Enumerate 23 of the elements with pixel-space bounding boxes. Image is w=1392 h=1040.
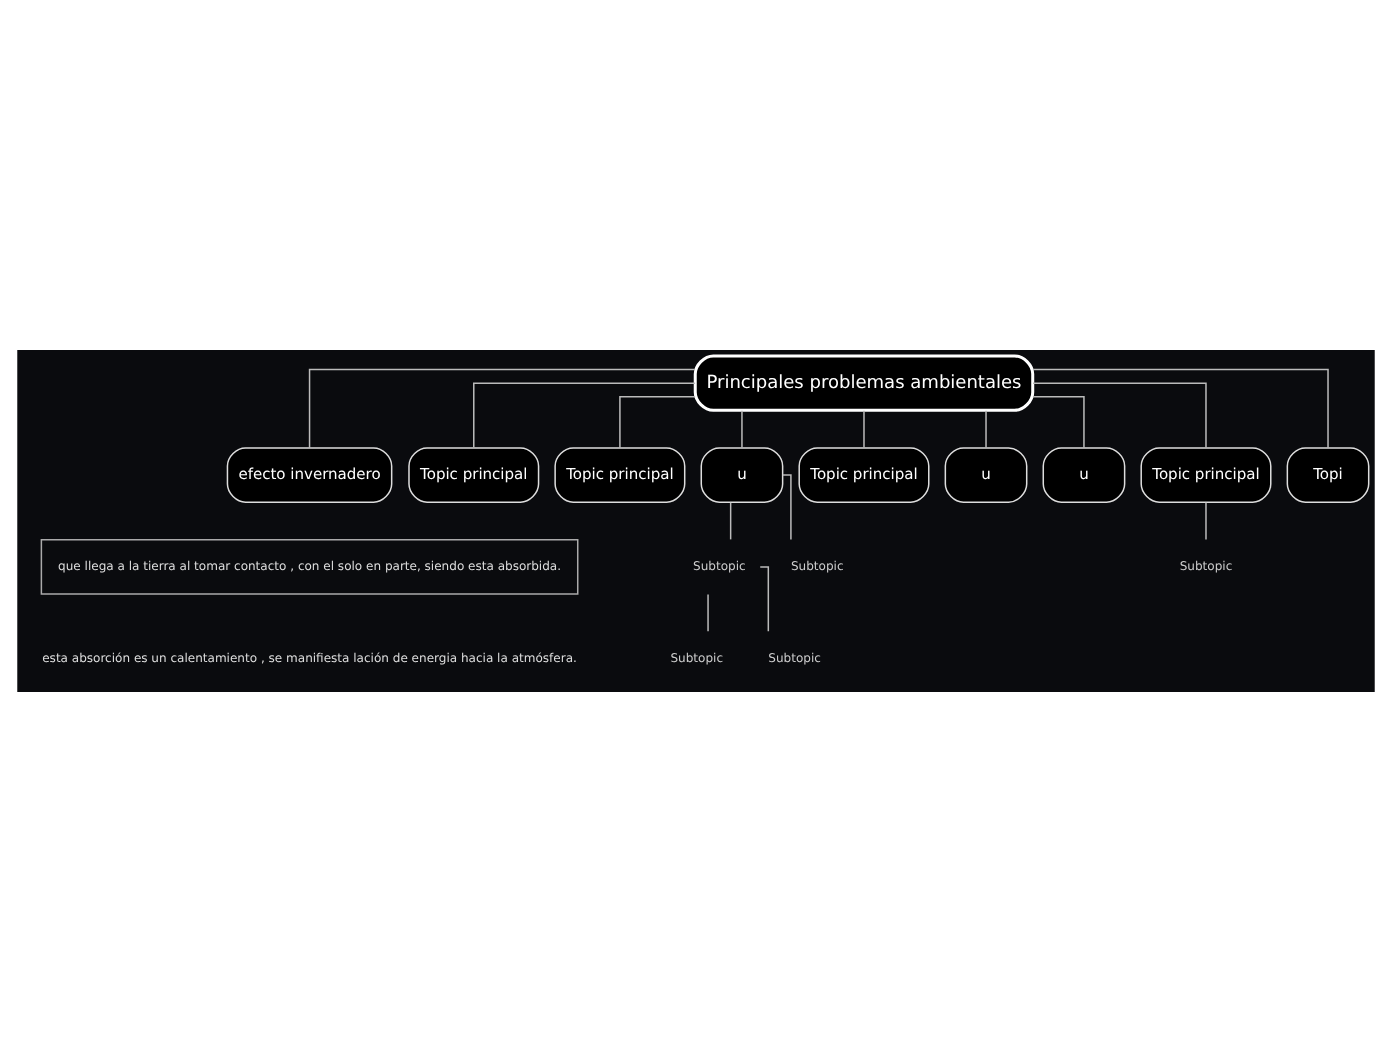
connector (741, 408, 743, 448)
connector (1032, 367, 1329, 448)
node-box: Principales problemas ambientales (693, 353, 1035, 411)
node-box: Topic principal (554, 446, 686, 502)
connector (473, 381, 696, 448)
connector (619, 394, 696, 448)
node-box: u (944, 446, 1028, 502)
connector (308, 367, 696, 448)
connector (863, 408, 865, 448)
connector (1032, 394, 1085, 448)
node-box: Topic principal (408, 446, 540, 502)
connector (707, 592, 709, 632)
node-box: u (1042, 446, 1126, 502)
connector (759, 565, 770, 632)
connector (1032, 381, 1207, 448)
node-box: efecto invernadero (226, 446, 393, 502)
node-box: u (700, 446, 784, 502)
connector (729, 500, 732, 540)
node-box: Topi (1286, 446, 1370, 502)
node-box: Topic principal (798, 446, 930, 502)
connector (1205, 500, 1207, 540)
node-box: Topic principal (1140, 446, 1272, 502)
connector (985, 408, 987, 448)
